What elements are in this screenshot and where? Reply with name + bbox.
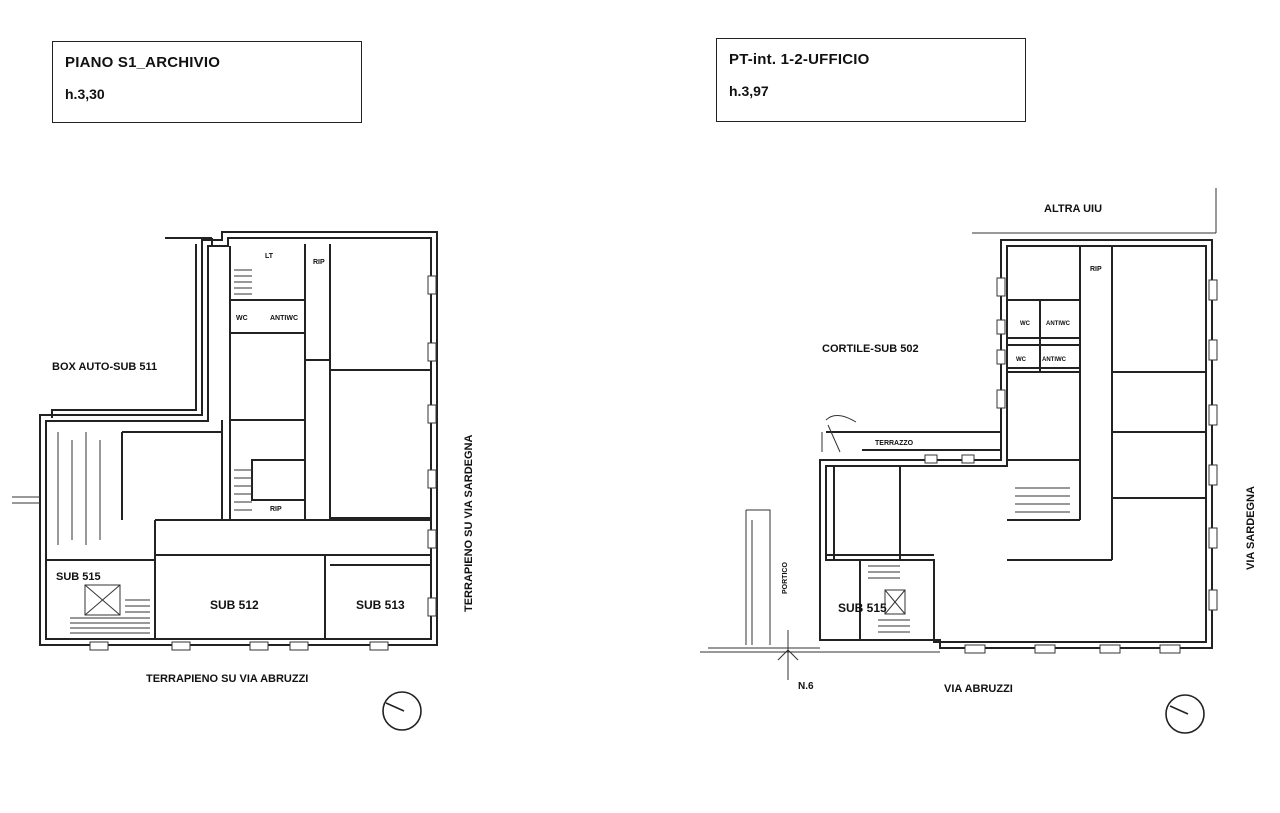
sub512-label: SUB 512 <box>210 598 259 612</box>
terrazzo-label: TERRAZZO <box>875 440 914 447</box>
right-rip-label: RIP <box>1090 266 1102 273</box>
right-floor-plan: ALTRA UIU CORTILE-SUB 502 TERRAZZO PORTI… <box>700 188 1257 734</box>
left-plan-height: h.3,30 <box>65 86 105 102</box>
left-plan-title: PIANO S1_ARCHIVIO <box>65 54 221 71</box>
right-antiwc2-label: ANTIWC <box>1042 357 1067 363</box>
box-auto-label: BOX AUTO-SUB 511 <box>52 361 157 373</box>
left-windows <box>89 275 437 651</box>
via-abruzzi-label: VIA ABRUZZI <box>944 683 1013 695</box>
cortile-label: CORTILE-SUB 502 <box>822 343 919 355</box>
left-title-box: PIANO S1_ARCHIVIO h.3,30 <box>52 41 362 123</box>
right-plan-title: PT-int. 1-2-UFFICIO <box>729 51 870 68</box>
left-floor-plan: BOX AUTO-SUB 511 SUB 515 SUB 512 SUB 513… <box>12 231 475 731</box>
rip-bottom-label: RIP <box>270 506 282 513</box>
right-compass-icon <box>1165 694 1205 734</box>
altra-uiu-label: ALTRA UIU <box>1044 203 1102 215</box>
right-wc2-label: WC <box>1016 357 1027 363</box>
right-windows <box>924 277 1218 654</box>
terrapieno-abruzzi-label: TERRAPIENO SU VIA ABRUZZI <box>146 673 308 685</box>
right-antiwc1-label: ANTIWC <box>1046 321 1071 327</box>
right-plan-height: h.3,97 <box>729 83 769 99</box>
portico-label: PORTICO <box>782 562 789 594</box>
right-title-box: PT-int. 1-2-UFFICIO h.3,97 <box>716 38 1026 122</box>
via-sardegna-label: VIA SARDEGNA <box>1245 486 1257 570</box>
right-stairs-icon <box>868 565 910 633</box>
right-wc1-label: WC <box>1020 321 1031 327</box>
n6-label: N.6 <box>798 681 814 692</box>
right-sub515-label: SUB 515 <box>838 601 887 615</box>
terrapieno-sardegna-label: TERRAPIENO SU VIA SARDEGNA <box>463 434 475 612</box>
rip-top-label: RIP <box>313 259 325 266</box>
antiwc-label: ANTIWC <box>270 315 298 322</box>
wc-label: WC <box>236 315 248 322</box>
left-stairs-icon <box>70 584 150 634</box>
lt-label: LT <box>265 253 274 260</box>
left-compass-icon <box>382 691 422 731</box>
left-sub515-label: SUB 515 <box>56 571 101 583</box>
n6-marker-icon <box>777 630 799 680</box>
sub513-label: SUB 513 <box>356 598 405 612</box>
